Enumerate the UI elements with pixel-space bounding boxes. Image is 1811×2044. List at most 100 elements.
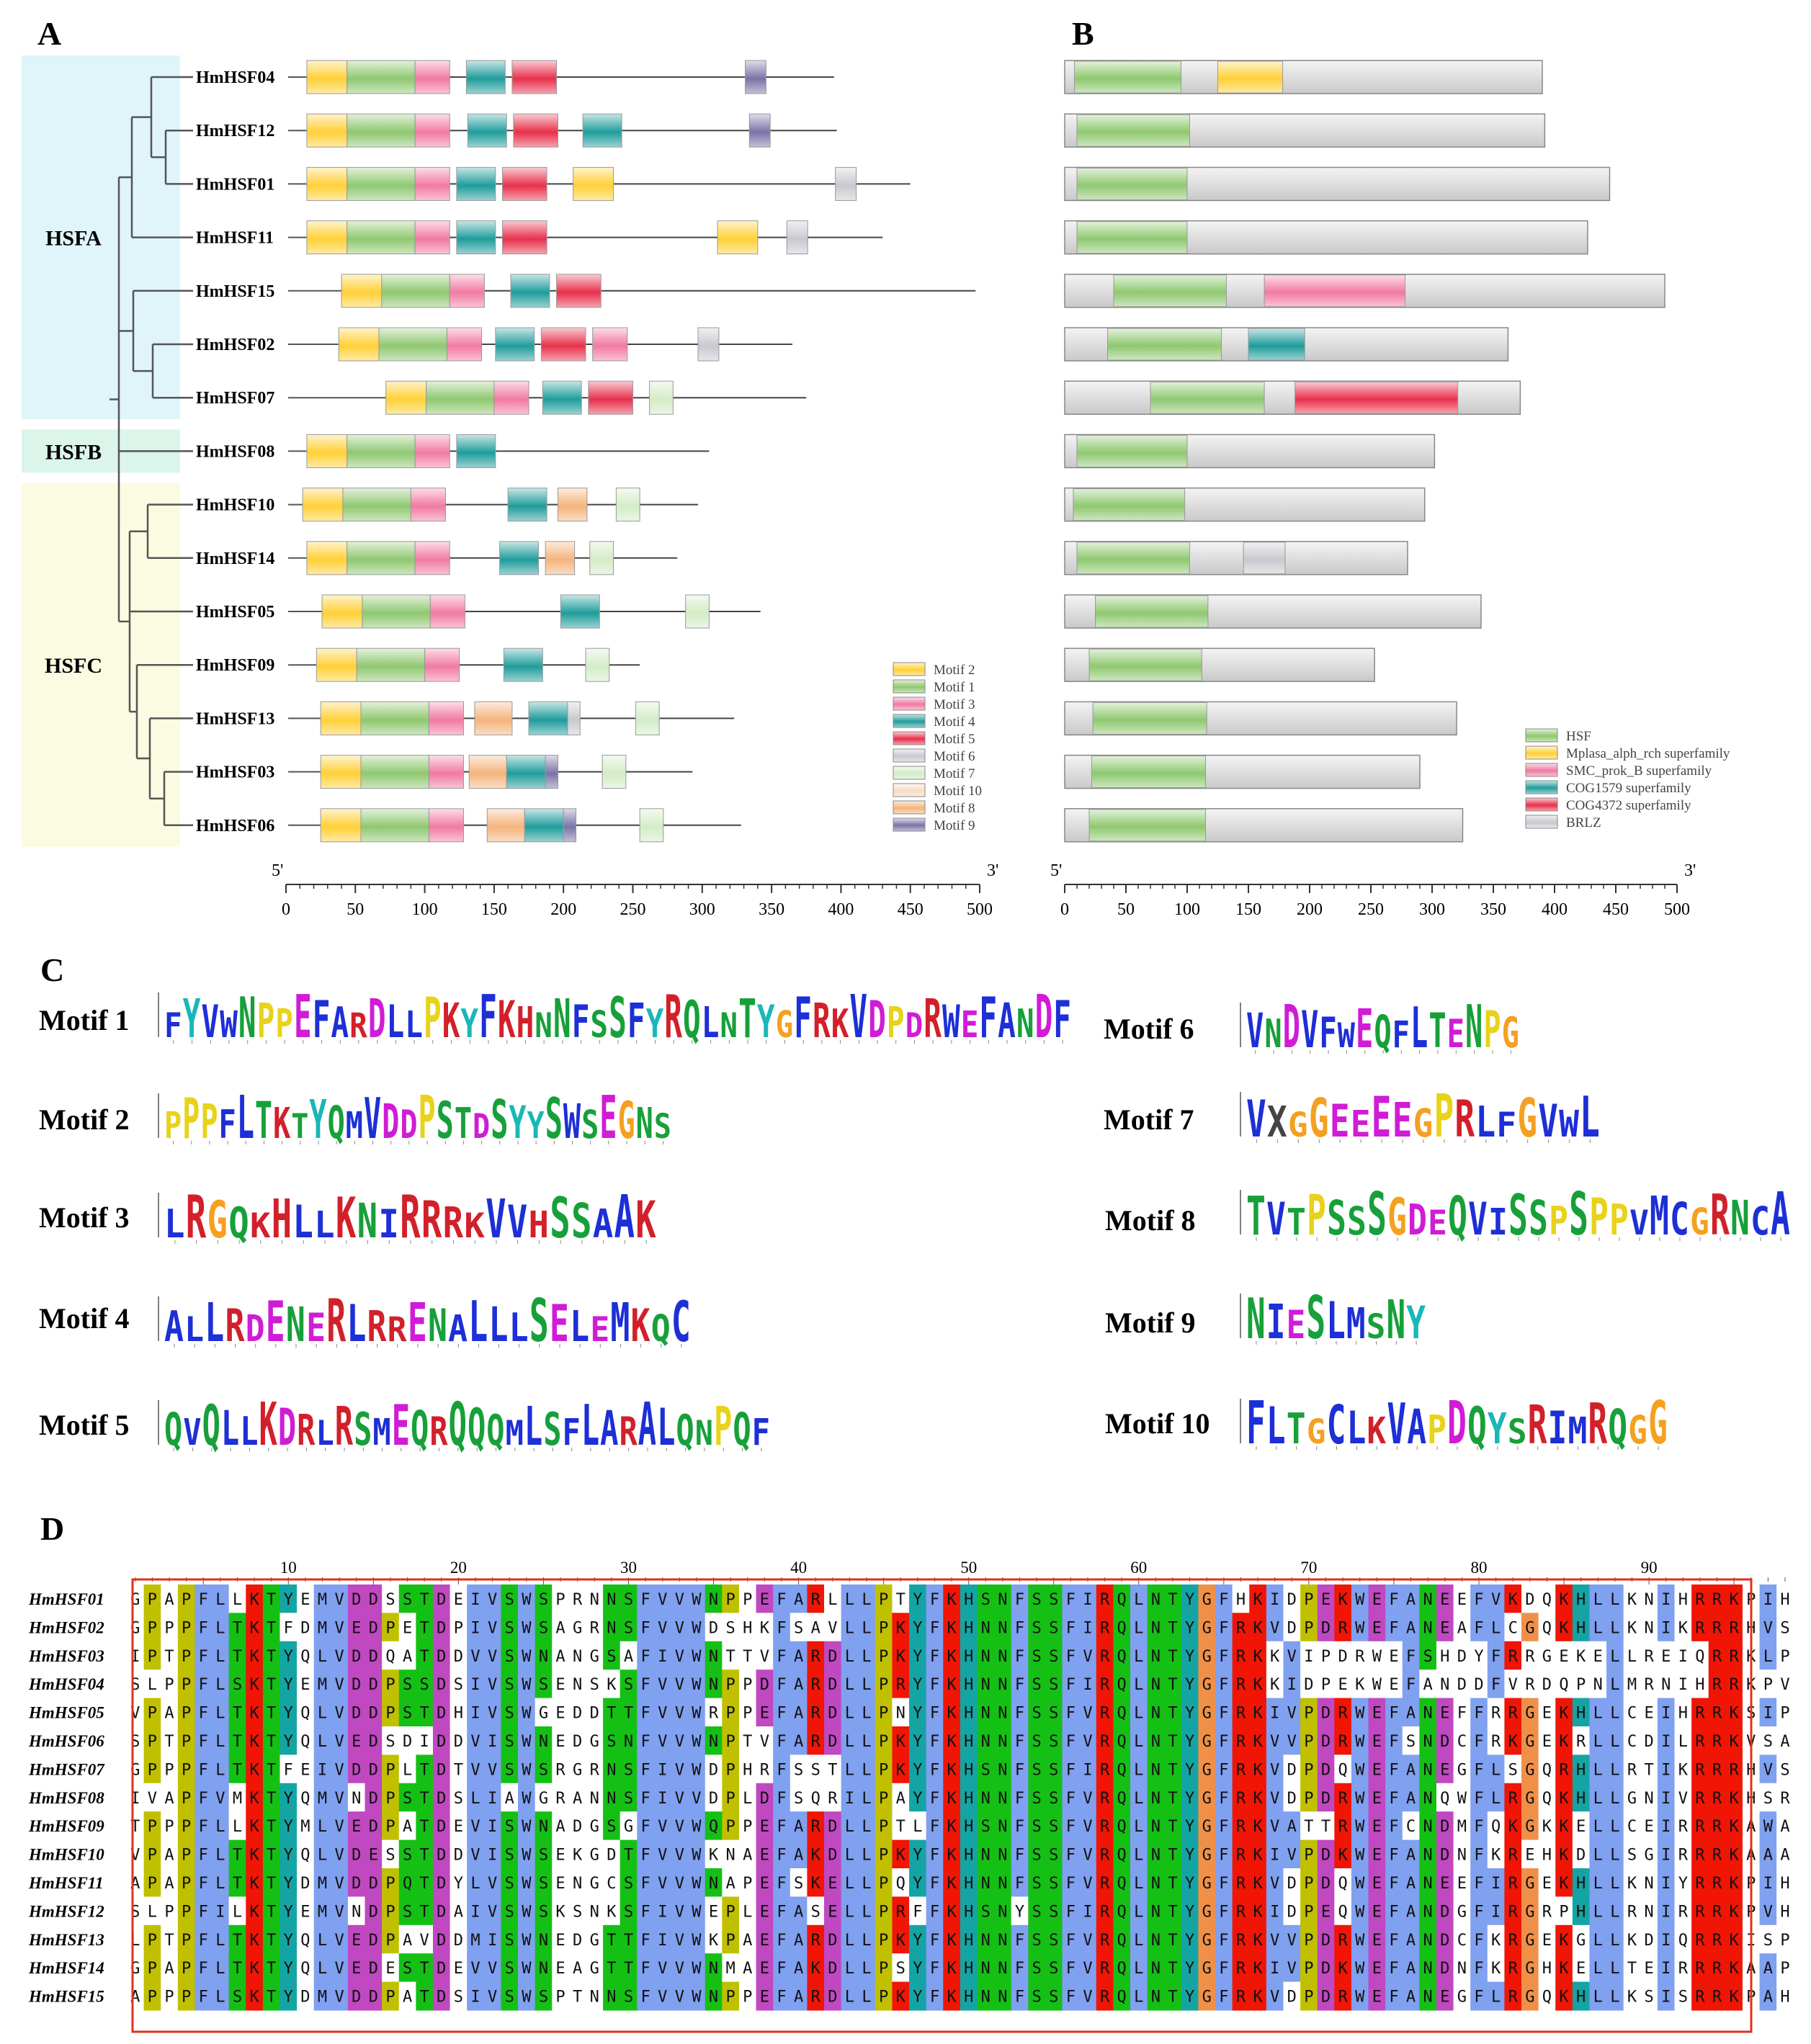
alignment-cell bbox=[1725, 1726, 1743, 1755]
alignment-residue: F bbox=[1474, 1818, 1483, 1836]
alignment-cell bbox=[382, 1669, 400, 1699]
alignment-residue: R bbox=[573, 1591, 583, 1609]
motif-box bbox=[356, 647, 426, 682]
alignment-cell bbox=[722, 1754, 740, 1784]
alignment-residue: E bbox=[555, 1960, 565, 1978]
alignment-cell bbox=[1640, 1698, 1658, 1727]
logo-letter: T bbox=[738, 989, 756, 1051]
alignment-residue: I bbox=[1304, 1648, 1313, 1666]
axis-tick-label: 350 bbox=[759, 900, 784, 919]
alignment-cell bbox=[280, 1669, 298, 1699]
alignment-residue: E bbox=[1457, 1591, 1467, 1609]
alignment-cell bbox=[1623, 1669, 1641, 1699]
alignment-cell bbox=[1419, 1754, 1437, 1784]
alignment-cell bbox=[994, 1584, 1012, 1613]
alignment-residue: V bbox=[658, 1619, 667, 1637]
alignment-cell bbox=[926, 1613, 944, 1642]
alignment-residue: Y bbox=[913, 1989, 922, 2007]
alignment-cell bbox=[1708, 1613, 1726, 1642]
alignment-residue: V bbox=[675, 1591, 684, 1609]
motif-box bbox=[426, 380, 495, 415]
alignment-cell bbox=[1504, 1783, 1522, 1812]
alignment-residue: S bbox=[385, 1733, 395, 1751]
logo-letter: T bbox=[1246, 1186, 1266, 1248]
alignment-residue: N bbox=[1423, 1790, 1433, 1808]
alignment-cell bbox=[1453, 1669, 1471, 1699]
alignment-cell bbox=[1776, 1726, 1794, 1755]
alignment-residue: R bbox=[590, 1761, 600, 1779]
motif-box bbox=[649, 380, 674, 415]
legend-swatch bbox=[893, 800, 926, 815]
alignment-residue: F bbox=[1066, 1591, 1076, 1609]
alignment-residue: K bbox=[896, 1932, 906, 1950]
alignment-residue: A bbox=[1406, 1989, 1416, 2007]
alignment-residue: A bbox=[1423, 1676, 1433, 1694]
alignment-cell bbox=[738, 1641, 757, 1670]
alignment-residue: K bbox=[1627, 1591, 1637, 1609]
alignment-residue: P bbox=[726, 1989, 735, 2007]
motif-box bbox=[414, 434, 450, 468]
logo-letter: Q bbox=[651, 1307, 671, 1350]
alignment-residue: Q bbox=[1117, 1790, 1127, 1808]
alignment-residue: P bbox=[182, 1932, 191, 1950]
alignment-cell bbox=[1538, 1669, 1556, 1699]
alignment-cell bbox=[1334, 1584, 1352, 1613]
alignment-residue: S bbox=[1049, 1818, 1058, 1836]
alignment-residue: D bbox=[369, 1903, 378, 1921]
alignment-cell bbox=[535, 1754, 553, 1784]
alignment-cell bbox=[1589, 1613, 1607, 1642]
alignment-cell bbox=[1759, 1613, 1777, 1642]
motif-box bbox=[414, 60, 450, 94]
alignment-cell bbox=[416, 1754, 434, 1784]
alignment-residue: P bbox=[182, 1790, 191, 1808]
alignment-residue: K bbox=[1338, 1960, 1348, 1978]
alignment-cell bbox=[1708, 1754, 1726, 1784]
alignment-cell bbox=[1385, 1783, 1403, 1812]
alignment-residue: D bbox=[1474, 1676, 1483, 1694]
alignment-residue: H bbox=[964, 1705, 973, 1723]
alignment-residue: P bbox=[1780, 1648, 1789, 1666]
alignment-residue: S bbox=[403, 1790, 412, 1808]
alignment-residue: D bbox=[369, 1676, 378, 1694]
alignment-cell bbox=[177, 1754, 196, 1784]
alignment-cell bbox=[943, 1754, 961, 1784]
alignment-residue: V bbox=[488, 1591, 497, 1609]
alignment-residue: R bbox=[1712, 1903, 1722, 1921]
alignment-residue: N bbox=[709, 1960, 718, 1978]
alignment-cell bbox=[1640, 1669, 1658, 1699]
alignment-residue: L bbox=[1134, 1818, 1143, 1836]
logo-letter: Q bbox=[733, 1404, 751, 1456]
gene-label: HmHSF14 bbox=[196, 550, 274, 568]
alignment-residue: Q bbox=[1338, 1875, 1347, 1893]
alignment-residue: V bbox=[828, 1619, 837, 1637]
alignment-cell bbox=[1504, 1641, 1522, 1670]
alignment-residue: S bbox=[233, 1676, 242, 1694]
alignment-residue: N bbox=[998, 1903, 1007, 1921]
alignment-cell bbox=[382, 1641, 400, 1670]
alignment-residue: H bbox=[454, 1705, 463, 1723]
alignment-residue: F bbox=[199, 1903, 208, 1921]
alignment-residue: F bbox=[1066, 1676, 1076, 1694]
alignment-cell bbox=[280, 1698, 298, 1727]
alignment-residue: P bbox=[879, 1648, 888, 1666]
alignment-cell bbox=[637, 1613, 655, 1642]
alignment-residue: G bbox=[1202, 1903, 1212, 1921]
logo-letter: C bbox=[1750, 1199, 1770, 1245]
alignment-residue: W bbox=[692, 1818, 702, 1836]
alignment-residue: K bbox=[811, 1875, 821, 1893]
alignment-cell bbox=[1045, 1839, 1063, 1869]
alignment-cell bbox=[1538, 1754, 1556, 1784]
logo-letter: D bbox=[368, 989, 386, 1051]
alignment-residue: W bbox=[1355, 1903, 1365, 1921]
alignment-residue: L bbox=[1593, 1847, 1603, 1865]
alignment-residue: F bbox=[1066, 1705, 1076, 1723]
logo-letter: P bbox=[1307, 1183, 1326, 1248]
alignment-cell bbox=[943, 1868, 961, 1897]
alignment-cell bbox=[1368, 1811, 1386, 1841]
logo-letter: M bbox=[1568, 1409, 1587, 1452]
alignment-residue: T bbox=[233, 1847, 242, 1865]
alignment-residue: S bbox=[505, 1619, 514, 1637]
logo-letter: L bbox=[221, 1400, 239, 1456]
alignment-residue: F bbox=[1389, 1847, 1398, 1865]
alignment-residue: S bbox=[1032, 1705, 1042, 1723]
